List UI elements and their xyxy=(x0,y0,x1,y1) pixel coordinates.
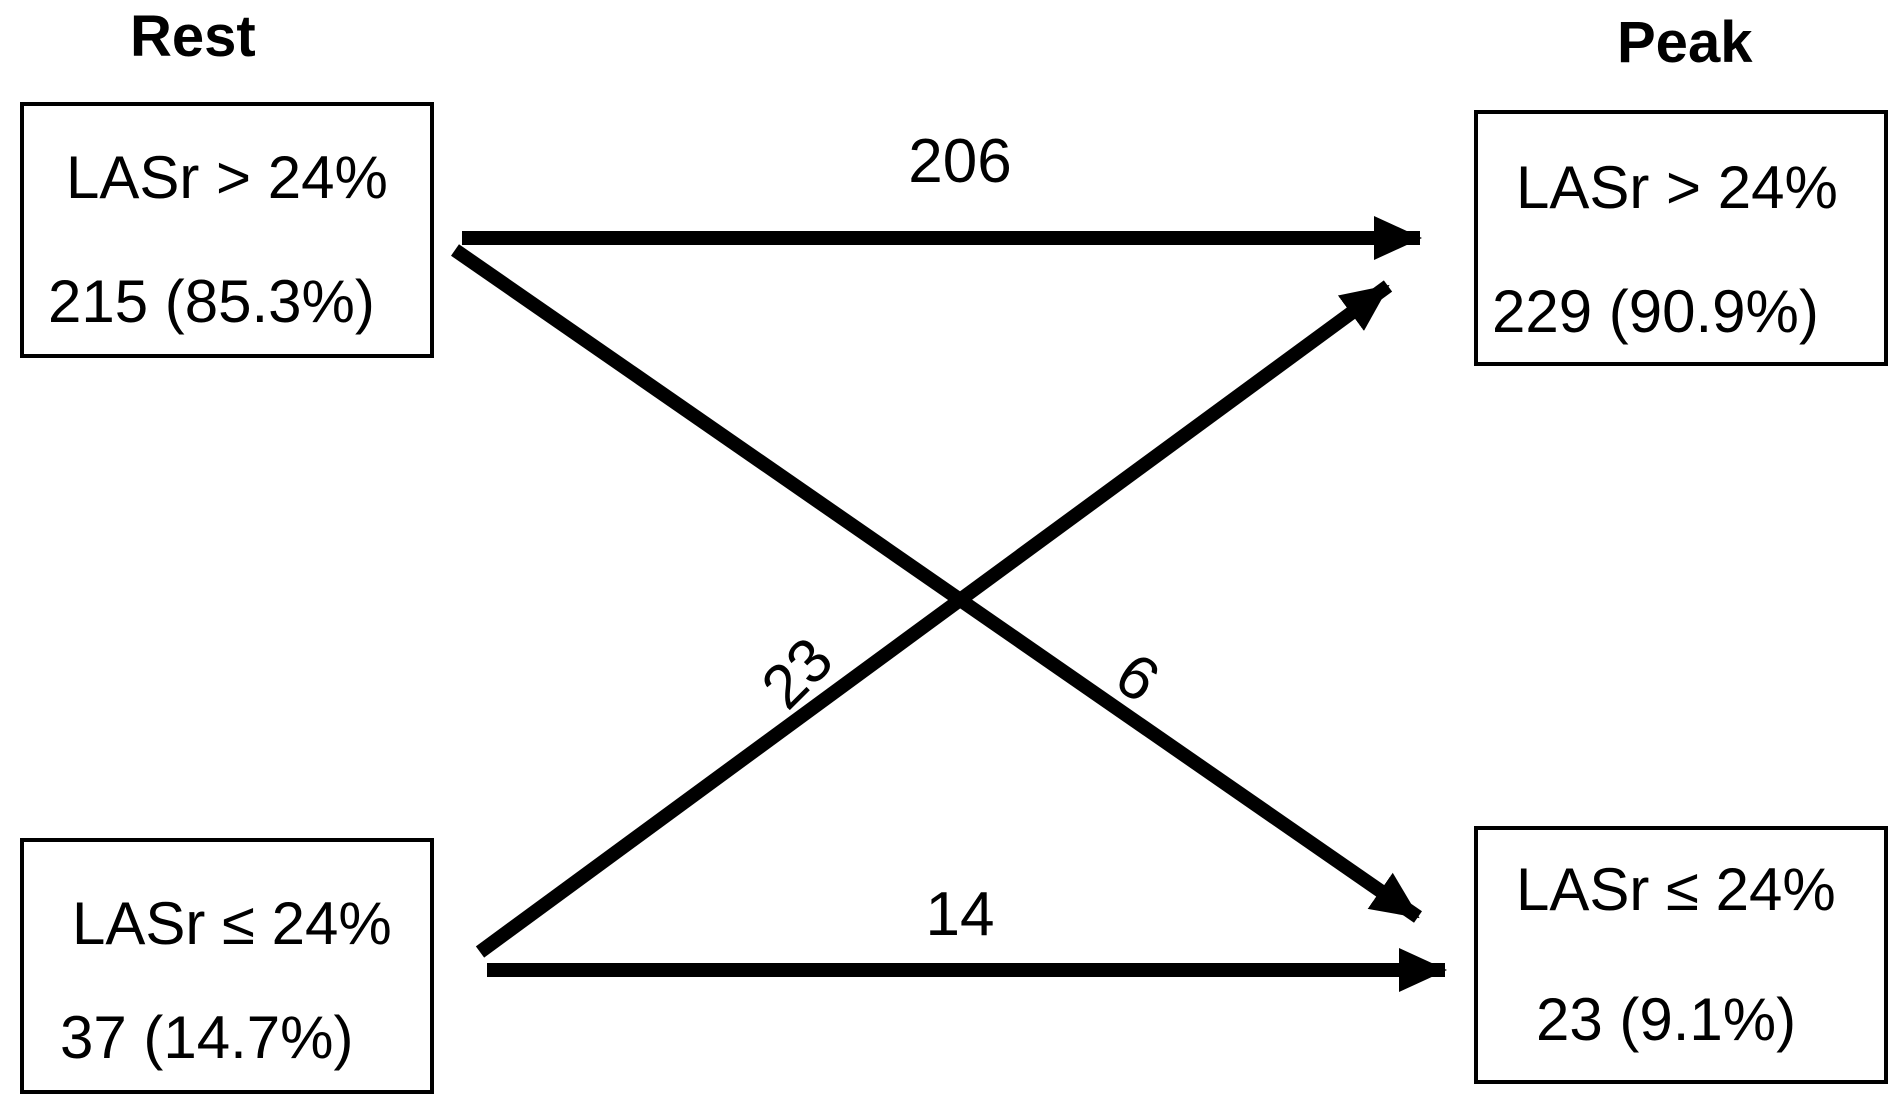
rest-low-condition: LASr ≤ 24% xyxy=(72,890,392,957)
peak-high-count: 229 (90.9%) xyxy=(1492,278,1819,345)
peak-low-condition: LASr ≤ 24% xyxy=(1516,856,1836,923)
peak-high-lasr-box: LASr > 24% 229 (90.9%) xyxy=(1474,110,1888,366)
flow-label-high-to-high: 206 xyxy=(908,127,1011,196)
rest-high-lasr-box: LASr > 24% 215 (85.3%) xyxy=(20,102,434,358)
rest-high-count: 215 (85.3%) xyxy=(48,268,375,335)
rest-column-header: Rest xyxy=(130,4,256,69)
arrow-high-to-low xyxy=(451,244,1422,923)
peak-column-header: Peak xyxy=(1617,10,1753,75)
flow-label-low-to-low: 14 xyxy=(926,880,995,949)
rest-high-condition: LASr > 24% xyxy=(66,144,388,211)
peak-high-condition: LASr > 24% xyxy=(1516,154,1838,221)
peak-low-lasr-box: LASr ≤ 24% 23 (9.1%) xyxy=(1474,826,1888,1084)
peak-low-count: 23 (9.1%) xyxy=(1536,986,1797,1053)
rest-low-lasr-box: LASr ≤ 24% 37 (14.7%) xyxy=(20,838,434,1094)
flow-label-low-to-high: 23 xyxy=(749,625,847,723)
rest-low-count: 37 (14.7%) xyxy=(60,1004,354,1071)
arrow-low-to-high xyxy=(475,280,1393,958)
